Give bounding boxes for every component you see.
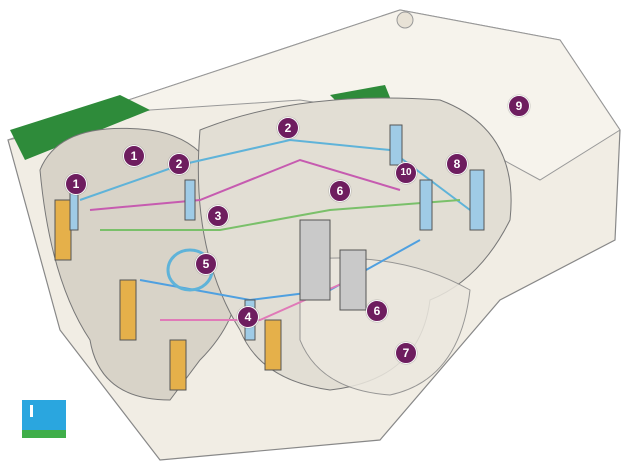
brand-logo (22, 400, 66, 438)
callout-3: 3 (207, 205, 229, 227)
callout-1: 1 (123, 145, 145, 167)
callout-1: 1 (65, 173, 87, 195)
callout-8: 8 (446, 153, 468, 175)
optical-mounts (54, 124, 485, 391)
callout-2: 2 (277, 117, 299, 139)
callout-7: 7 (395, 342, 417, 364)
callout-6: 6 (366, 300, 388, 322)
callout-4: 4 (237, 306, 259, 328)
top-button (396, 11, 414, 29)
callout-9: 9 (508, 95, 530, 117)
callout-10: 10 (395, 162, 417, 184)
callout-2: 2 (168, 153, 190, 175)
vent-grille-left (10, 95, 150, 160)
callout-5: 5 (195, 253, 217, 275)
callout-6: 6 (329, 180, 351, 202)
